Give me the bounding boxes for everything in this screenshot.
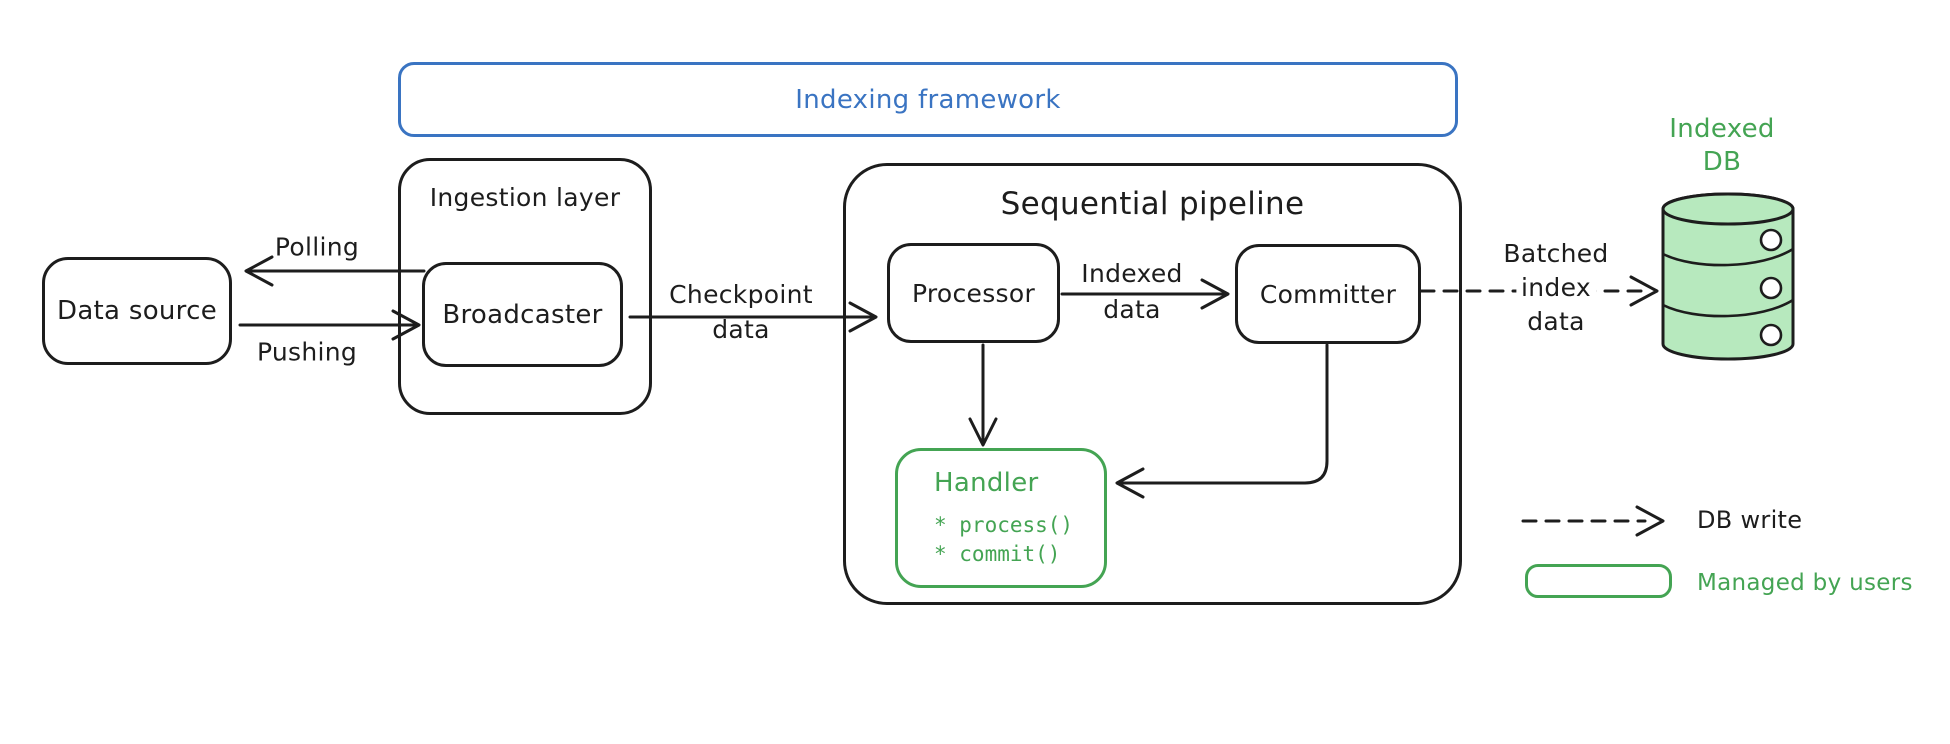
indexed-db-label: Indexed DB	[1669, 114, 1775, 177]
legend-db-write-arrow	[1521, 505, 1665, 537]
ingestion-layer-box: Ingestion layer	[398, 158, 652, 415]
indexing-framework-box: Indexing framework	[398, 62, 1458, 137]
handler-method-commit: * commit()	[934, 542, 1061, 566]
broadcaster-node: Broadcaster	[422, 262, 623, 367]
polling-label: Polling	[274, 232, 360, 262]
database-icon	[1661, 192, 1795, 361]
sequential-pipeline-label: Sequential pipeline	[1000, 186, 1305, 222]
data-source-node: Data source	[42, 257, 232, 365]
processor-node: Processor	[887, 243, 1060, 343]
data-source-label: Data source	[57, 296, 217, 326]
broadcaster-label: Broadcaster	[442, 299, 603, 330]
legend-db-write-label: DB write	[1697, 506, 1803, 534]
pushing-arrow	[238, 309, 421, 341]
checkpoint-data-label: Checkpoint data	[669, 280, 813, 344]
batched-index-data-label: Batched index data	[1498, 237, 1614, 339]
ingestion-layer-label: Ingestion layer	[429, 183, 621, 212]
legend-managed-box	[1525, 564, 1672, 598]
indexed-data-label: Indexed data	[1081, 259, 1183, 324]
handler-label: Handler	[934, 468, 1039, 498]
handler-method-process: * process()	[934, 513, 1074, 537]
pushing-label: Pushing	[256, 337, 358, 367]
processor-label: Processor	[911, 278, 1036, 308]
handler-node: Handler * process() * commit()	[895, 448, 1107, 588]
sequential-pipeline-box: Sequential pipeline	[843, 163, 1462, 605]
legend-managed-label: Managed by users	[1697, 570, 1913, 596]
indexing-framework-label: Indexing framework	[795, 84, 1061, 115]
committer-node: Committer	[1235, 244, 1421, 344]
committer-label: Committer	[1259, 279, 1397, 309]
